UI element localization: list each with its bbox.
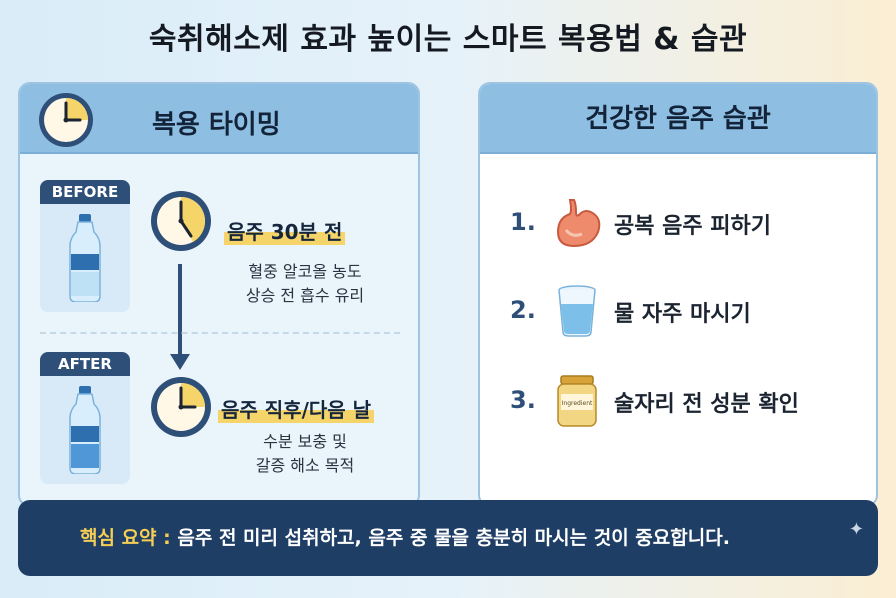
after-tag: AFTER [40,352,130,376]
stomach-icon [556,199,601,248]
habit-text: 물 자주 마시기 [614,302,751,327]
habit-text: 공복 음주 피하기 [614,214,771,239]
habit-number: 1. [510,208,536,236]
timing-panel: 복용 타이밍 BEFORE 음주 30분 전 혈중 알코올 농도 상승 전 흡수… [18,82,420,507]
water-glass-icon [558,285,596,337]
after-desc: 수분 보충 및 갈증 해소 목적 [220,430,390,478]
timing-header: 복용 타이밍 [20,84,418,154]
habits-panel: 건강한 음주 습관 1. 공복 음주 피하기 2. 물 자주 마시기 3. In… [478,82,878,507]
water-bottle-icon [69,214,101,302]
habit-item: 3. Ingredient 술자리 전 성분 확인 [510,374,860,428]
habits-heading: 건강한 음주 습관 [480,84,876,154]
habit-item: 2. 물 자주 마시기 [510,284,860,338]
clock-icon [151,191,211,251]
before-desc-line1: 혈중 알코올 농도 [248,262,362,281]
ingredient-jar-icon: Ingredient [557,375,597,427]
arrow-down-icon [170,354,190,370]
timeline-arrow [178,264,182,356]
before-desc-line2: 상승 전 흡수 유리 [245,286,365,305]
summary-text: 음주 전 미리 섭취하고, 음주 중 물을 충분히 마시는 것이 중요합니다. [177,527,730,549]
after-label: 음주 직후/다음 날 [218,394,375,423]
summary-key: 핵심 요약 : [80,527,171,549]
sparkle-icon: ✦ [848,519,864,540]
habit-number: 2. [510,296,536,324]
page-title: 숙취해소제 효과 높이는 스마트 복용법 & 습관 [148,22,748,57]
habit-text: 술자리 전 성분 확인 [614,392,799,417]
clock-icon [39,93,93,147]
summary-bar: 핵심 요약 : 음주 전 미리 섭취하고, 음주 중 물을 충분히 마시는 것이… [18,500,878,576]
after-desc-line2: 갈증 해소 목적 [255,456,355,475]
habit-item: 1. 공복 음주 피하기 [510,196,860,250]
after-card: AFTER [40,352,130,484]
before-label: 음주 30분 전 [224,216,346,245]
timing-heading: 복용 타이밍 [152,110,281,140]
before-card: BEFORE [40,180,130,312]
divider [40,332,400,334]
water-bottle-icon [69,386,101,474]
jar-label-text: Ingredient [562,400,593,407]
before-desc: 혈중 알코올 농도 상승 전 흡수 유리 [220,260,390,308]
after-desc-line1: 수분 보충 및 [263,432,347,451]
clock-icon [151,377,211,437]
habit-number: 3. [510,386,536,414]
before-tag: BEFORE [40,180,130,204]
